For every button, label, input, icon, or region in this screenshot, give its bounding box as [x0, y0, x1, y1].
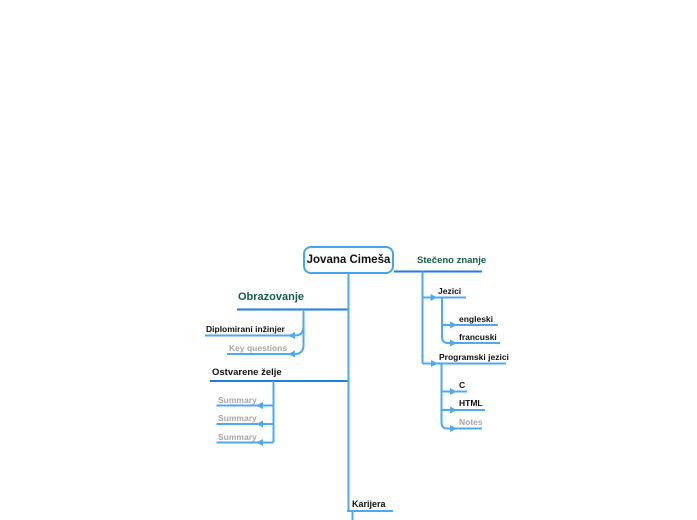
node-summary-1[interactable]: Summary — [218, 394, 257, 405]
edge-arrow — [288, 332, 295, 339]
node-c[interactable]: C — [459, 379, 466, 390]
edge-arrow — [450, 406, 457, 414]
node-francuski[interactable]: francuski — [459, 331, 497, 342]
edge-arrow — [256, 402, 263, 409]
edge-arrow — [256, 420, 263, 428]
node-engleski[interactable]: engleski — [459, 313, 494, 324]
node-ostvarene-zelje[interactable]: Ostvarene želje — [212, 367, 282, 378]
edge-arrow — [450, 339, 457, 347]
node-diplomirani-inzinjer[interactable]: Diplomirani inžinjer — [206, 323, 285, 334]
node-summary-3[interactable]: Summary — [218, 431, 257, 442]
edge-jezici-trunk-francuski — [441, 297, 500, 344]
root-node[interactable]: Jovana Cimeša — [303, 246, 394, 274]
node-karijera[interactable]: Karijera — [352, 499, 386, 509]
edge-arrow — [430, 294, 438, 301]
edge-arrow — [288, 350, 295, 358]
node-steceno-znanje[interactable]: Stečeno znanje — [417, 255, 487, 266]
node-html[interactable]: HTML — [459, 398, 483, 408]
edge-arrow — [256, 439, 263, 446]
edge-arrow — [450, 425, 457, 432]
node-jezici[interactable]: Jezici — [438, 285, 462, 296]
edge-hook-diplomirani — [294, 309, 305, 337]
node-notes[interactable]: Notes — [459, 416, 483, 427]
edge-arrows — [256, 294, 457, 446]
node-programski-jezici[interactable]: Programski jezici — [439, 351, 509, 362]
edge-programski-trunk-notes — [440, 363, 482, 430]
node-obrazovanje[interactable]: Obrazovanje — [238, 291, 305, 303]
edge-arrow — [431, 360, 438, 367]
node-summary-2[interactable]: Summary — [218, 413, 257, 423]
node-key-questions[interactable]: Key questions — [229, 342, 288, 353]
edge-arrow — [450, 388, 457, 395]
edge-arrow — [450, 321, 457, 329]
edge-hook-key-questions — [294, 309, 305, 355]
